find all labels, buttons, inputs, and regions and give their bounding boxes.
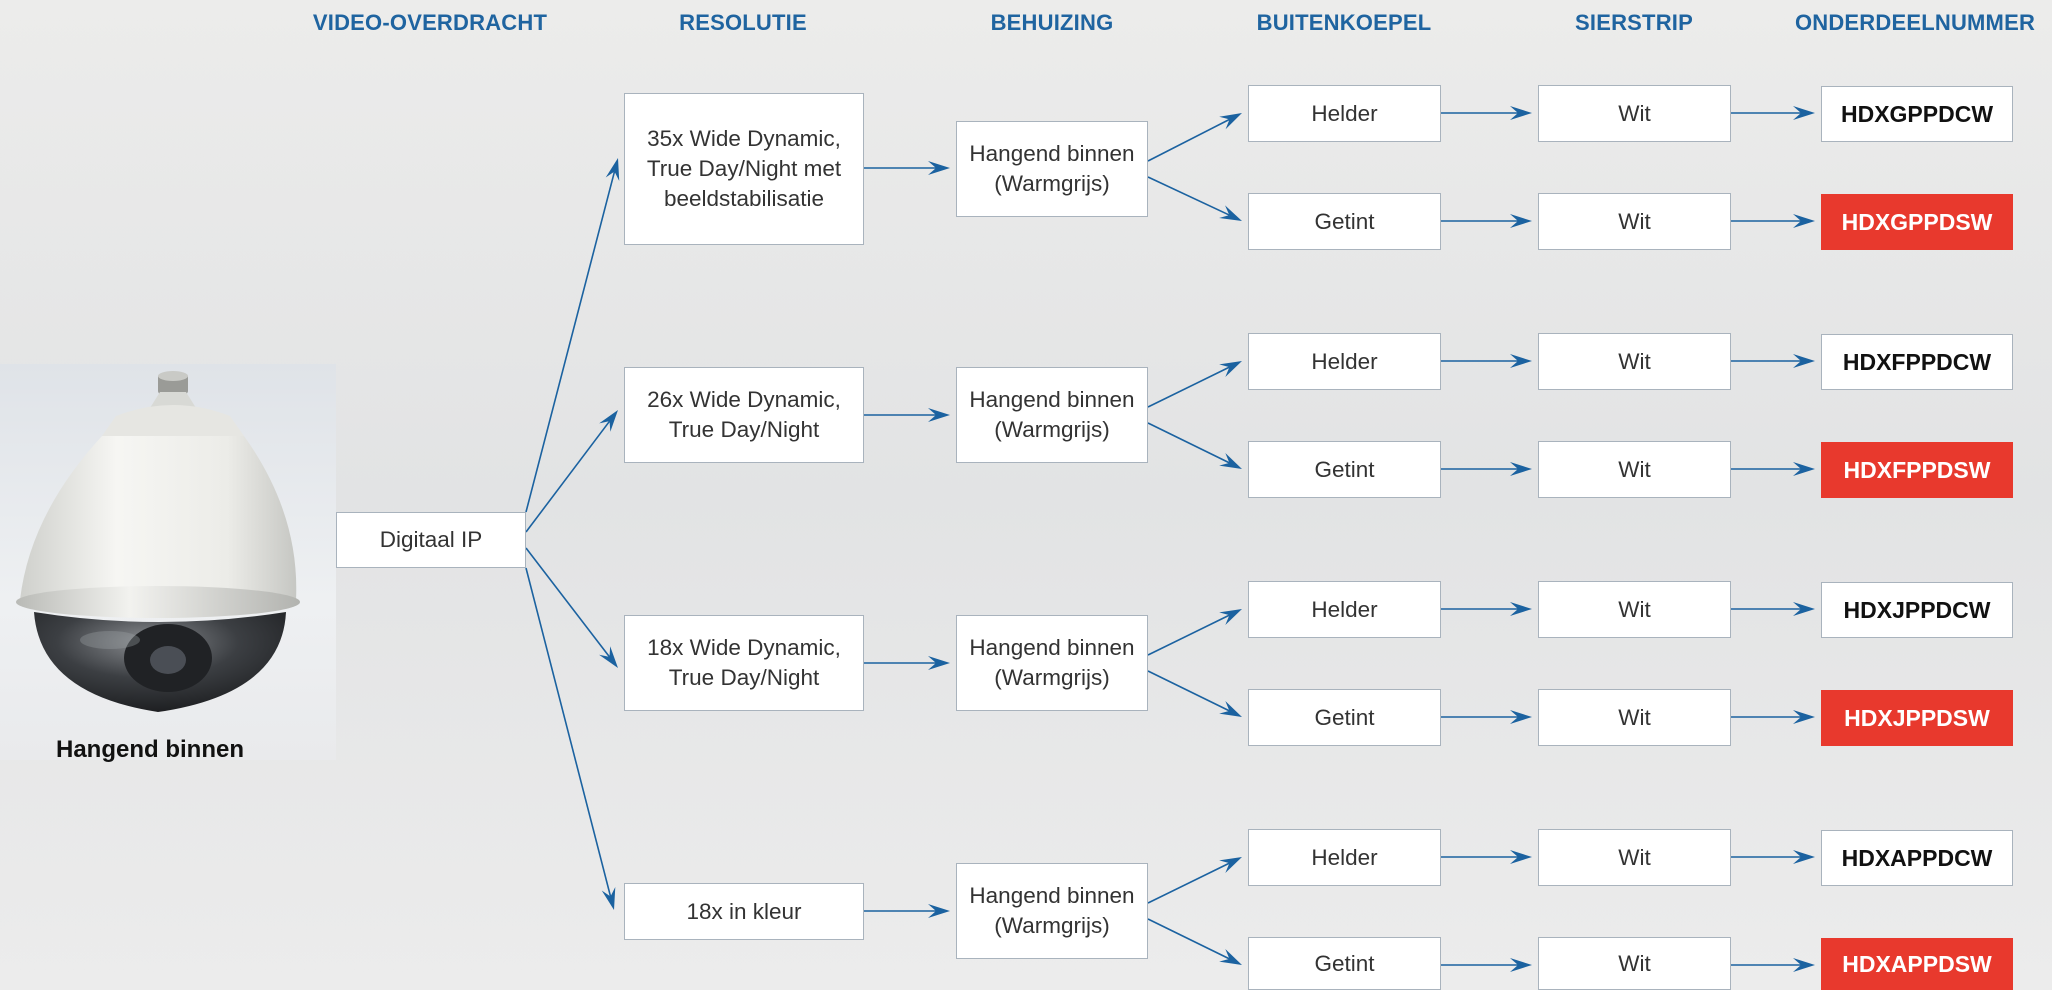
arrow-clear-to-trim-1-head bbox=[1510, 106, 1532, 120]
trim-box-4b: Wit bbox=[1538, 937, 1731, 990]
arrow-housing-to-tinted-4-line bbox=[1147, 918, 1230, 960]
header-resolution: RESOLUTIE bbox=[679, 10, 807, 35]
arrow-tinted-to-trim-1-head bbox=[1510, 214, 1532, 228]
part-number-3b: HDXJPPDSW bbox=[1821, 690, 2013, 746]
arrow-trim-to-part-b-2-head bbox=[1793, 462, 1815, 476]
arrow-clear-to-trim-3-head bbox=[1510, 602, 1532, 616]
part-number-1a: HDXGPPDCW bbox=[1821, 86, 2013, 142]
arrow-trim-to-part-b-4-head bbox=[1793, 958, 1815, 972]
arrow-housing-to-clear-1-head bbox=[1219, 113, 1242, 130]
header-trim: SIERSTRIP bbox=[1575, 10, 1693, 35]
dome-box-4a: Helder bbox=[1248, 829, 1441, 886]
dome-box-4b: Getint bbox=[1248, 937, 1441, 990]
arrow-ip-to-res-1-line bbox=[525, 171, 616, 513]
dome-box-3b: Getint bbox=[1248, 689, 1441, 746]
trim-box-2a: Wit bbox=[1538, 333, 1731, 390]
arrow-housing-to-clear-2-head bbox=[1219, 361, 1242, 377]
arrow-trim-to-part-b-3-head bbox=[1793, 710, 1815, 724]
arrow-housing-to-tinted-1-line bbox=[1147, 176, 1230, 216]
dome-box-2a: Helder bbox=[1248, 333, 1441, 390]
arrow-housing-to-tinted-4-head bbox=[1219, 949, 1242, 965]
dome-camera-icon bbox=[16, 371, 300, 712]
arrow-housing-to-clear-1-line bbox=[1147, 118, 1230, 162]
part-number-2a: HDXFPPDCW bbox=[1821, 334, 2013, 390]
arrow-trim-to-part-a-3-head bbox=[1793, 602, 1815, 616]
trim-box-1a: Wit bbox=[1538, 85, 1731, 142]
housing-box-4: Hangend binnen (Warmgrijs) bbox=[956, 863, 1148, 959]
arrow-ip-to-res-3-line bbox=[525, 547, 611, 658]
arrow-res-to-housing-4-head bbox=[928, 904, 950, 918]
camera-photo bbox=[0, 364, 336, 760]
arrow-ip-to-res-4-line bbox=[525, 567, 612, 897]
header-part-number: ONDERDEELNUMMER bbox=[1794, 10, 2036, 35]
arrow-ip-to-res-2-head bbox=[599, 410, 618, 432]
arrow-res-to-housing-2-head bbox=[928, 408, 950, 422]
arrow-housing-to-tinted-2-head bbox=[1219, 453, 1242, 469]
arrow-housing-to-tinted-2-line bbox=[1147, 422, 1230, 464]
dome-box-1a: Helder bbox=[1248, 85, 1441, 142]
trim-box-1b: Wit bbox=[1538, 193, 1731, 250]
arrow-housing-to-clear-3-head bbox=[1219, 609, 1242, 625]
resolution-box-4: 18x in kleur bbox=[624, 883, 864, 940]
arrow-ip-to-res-1-head bbox=[605, 158, 620, 182]
arrow-trim-to-part-a-4-head bbox=[1793, 850, 1815, 864]
arrow-housing-to-clear-4-line bbox=[1147, 862, 1230, 904]
trim-box-2b: Wit bbox=[1538, 441, 1731, 498]
dome-box-3a: Helder bbox=[1248, 581, 1441, 638]
arrow-housing-to-tinted-1-head bbox=[1219, 205, 1242, 221]
arrow-res-to-housing-3-head bbox=[928, 656, 950, 670]
camera-caption: Hangend binnen bbox=[56, 736, 244, 763]
trim-box-4a: Wit bbox=[1538, 829, 1731, 886]
arrow-tinted-to-trim-3-head bbox=[1510, 710, 1532, 724]
arrow-ip-to-res-3-head bbox=[599, 646, 618, 668]
part-number-4b: HDXAPPDSW bbox=[1821, 938, 2013, 990]
dome-box-2b: Getint bbox=[1248, 441, 1441, 498]
dome-box-1b: Getint bbox=[1248, 193, 1441, 250]
housing-box-1: Hangend binnen (Warmgrijs) bbox=[956, 121, 1148, 217]
housing-box-2: Hangend binnen (Warmgrijs) bbox=[956, 367, 1148, 463]
arrow-ip-to-res-4-head bbox=[601, 886, 616, 910]
header-housing: BEHUIZING bbox=[990, 10, 1114, 35]
arrow-ip-to-res-2-line bbox=[525, 420, 611, 533]
arrow-housing-to-clear-4-head bbox=[1219, 857, 1242, 873]
part-number-4a: HDXAPPDCW bbox=[1821, 830, 2013, 886]
arrow-housing-to-tinted-3-head bbox=[1219, 701, 1242, 717]
arrow-housing-to-clear-3-line bbox=[1147, 614, 1230, 656]
header-video-transmission: VIDEO-OVERDRACHT bbox=[312, 10, 548, 35]
resolution-box-3: 18x Wide Dynamic, True Day/Night bbox=[624, 615, 864, 711]
arrow-res-to-housing-1-head bbox=[928, 161, 950, 175]
part-number-3a: HDXJPPDCW bbox=[1821, 582, 2013, 638]
housing-box-3: Hangend binnen (Warmgrijs) bbox=[956, 615, 1148, 711]
transmission-box: Digitaal IP bbox=[336, 512, 526, 568]
part-number-2b: HDXFPPDSW bbox=[1821, 442, 2013, 498]
arrow-trim-to-part-a-1-head bbox=[1793, 106, 1815, 120]
arrow-trim-to-part-b-1-head bbox=[1793, 214, 1815, 228]
trim-box-3a: Wit bbox=[1538, 581, 1731, 638]
arrow-trim-to-part-a-2-head bbox=[1793, 354, 1815, 368]
arrow-tinted-to-trim-2-head bbox=[1510, 462, 1532, 476]
arrow-housing-to-tinted-3-line bbox=[1147, 670, 1230, 712]
arrow-tinted-to-trim-4-head bbox=[1510, 958, 1532, 972]
resolution-box-2: 26x Wide Dynamic, True Day/Night bbox=[624, 367, 864, 463]
part-number-1b: HDXGPPDSW bbox=[1821, 194, 2013, 250]
trim-box-3b: Wit bbox=[1538, 689, 1731, 746]
arrow-clear-to-trim-4-head bbox=[1510, 850, 1532, 864]
resolution-box-1: 35x Wide Dynamic, True Day/Night met bee… bbox=[624, 93, 864, 245]
header-outer-dome: BUITENKOEPEL bbox=[1256, 10, 1432, 35]
arrow-housing-to-clear-2-line bbox=[1147, 366, 1230, 408]
arrow-clear-to-trim-2-head bbox=[1510, 354, 1532, 368]
